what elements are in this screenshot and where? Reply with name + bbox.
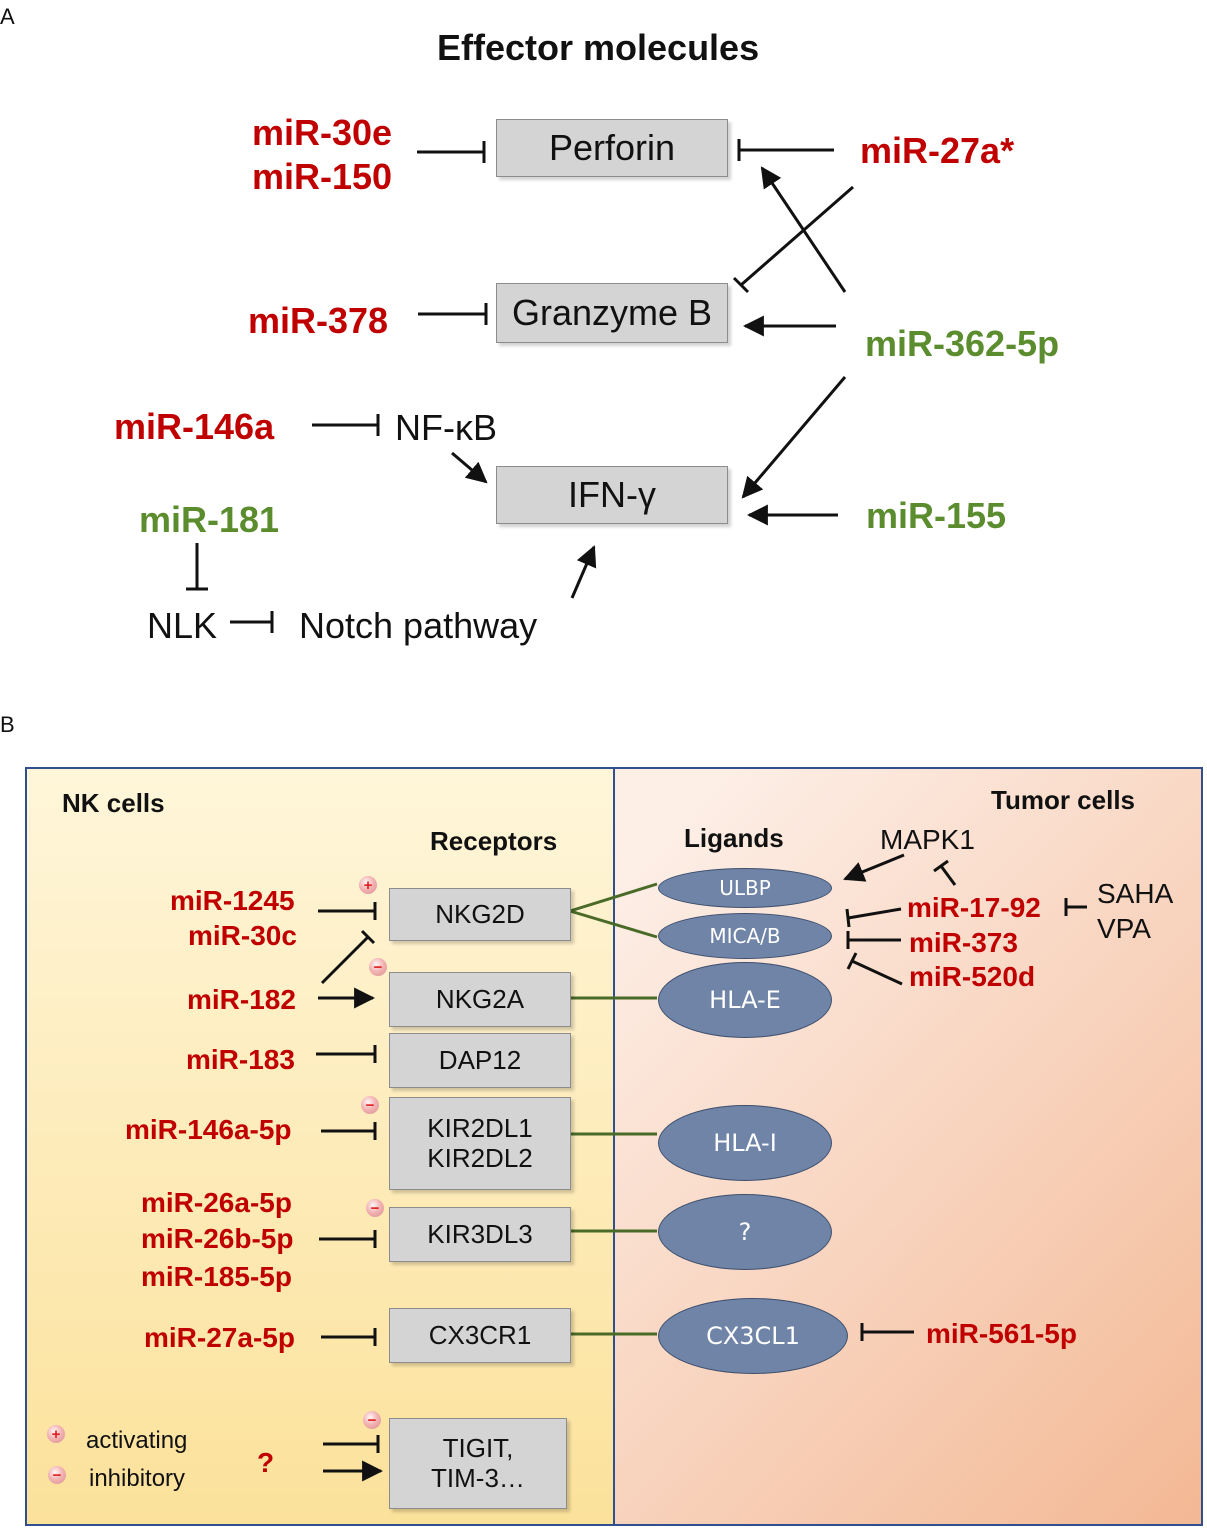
legend-inhibitory-label: inhibitory bbox=[89, 1465, 186, 1492]
effector-molecules-title: Effector molecules bbox=[437, 27, 760, 68]
tigit-label: TIGIT, bbox=[442, 1432, 514, 1463]
mapk1-node: MAPK1 bbox=[880, 824, 975, 855]
mir-181-label: miR-181 bbox=[139, 499, 280, 540]
mir-373-label: miR-373 bbox=[909, 927, 1018, 958]
nkg2a-box: NKG2A bbox=[389, 972, 571, 1027]
legend-activating-icon: + bbox=[47, 1425, 65, 1443]
legend-inhibitory-icon: − bbox=[48, 1466, 66, 1484]
nlk-node: NLK bbox=[147, 605, 218, 646]
cx3cr1-box: CX3CR1 bbox=[389, 1308, 571, 1363]
activating-marker-icon: + bbox=[359, 876, 377, 894]
mir-155-label: miR-155 bbox=[866, 495, 1007, 536]
vpa-node: VPA bbox=[1097, 913, 1151, 944]
mir-146a-5p-label: miR-146a-5p bbox=[125, 1114, 292, 1145]
hla-i-ligand: HLA-I bbox=[658, 1105, 832, 1181]
mir-182-label: miR-182 bbox=[187, 984, 296, 1015]
legend-activating-label: activating bbox=[86, 1427, 188, 1454]
mir-27a-5p-label: miR-27a-5p bbox=[144, 1322, 295, 1353]
mir-150-label: miR-150 bbox=[252, 156, 393, 197]
tigit-tim3-box: TIGIT, TIM-3… bbox=[389, 1418, 567, 1509]
mir-26a-5p-label: miR-26a-5p bbox=[141, 1187, 292, 1218]
mir-1245-label: miR-1245 bbox=[170, 885, 295, 916]
nk-cells-title: NK cells bbox=[62, 788, 165, 818]
ligands-heading: Ligands bbox=[684, 823, 784, 853]
nkg2d-box: NKG2D bbox=[389, 888, 571, 941]
mir-27a-star-label: miR-27a* bbox=[860, 130, 1015, 171]
dap12-box: DAP12 bbox=[389, 1033, 571, 1088]
mir-30e-label: miR-30e bbox=[252, 112, 393, 153]
kir3dl3-box: KIR3DL3 bbox=[389, 1207, 571, 1262]
cx3cl1-ligand: CX3CL1 bbox=[658, 1298, 848, 1374]
tumor-cells-title: Tumor cells bbox=[991, 785, 1136, 815]
mir-520d-label: miR-520d bbox=[909, 961, 1036, 992]
mir-378-label: miR-378 bbox=[248, 300, 389, 341]
panel-b-label: B bbox=[0, 712, 15, 737]
mir-30c-label: miR-30c bbox=[188, 920, 297, 951]
mir-146a-label: miR-146a bbox=[114, 406, 275, 447]
hla-e-ligand: HLA-E bbox=[658, 962, 832, 1038]
panel-a-label: A bbox=[0, 4, 15, 29]
unknown-regulator-label: ? bbox=[257, 1447, 275, 1478]
saha-node: SAHA bbox=[1097, 878, 1174, 909]
granzyme-b-box: Granzyme B bbox=[496, 283, 728, 343]
unknown-ligand: ? bbox=[658, 1194, 832, 1270]
mir-26b-5p-label: miR-26b-5p bbox=[141, 1223, 294, 1254]
mir-17-92-label: miR-17-92 bbox=[907, 892, 1041, 923]
receptors-heading: Receptors bbox=[430, 826, 558, 856]
mir-561-5p-label: miR-561-5p bbox=[926, 1318, 1077, 1349]
notch-pathway-node: Notch pathway bbox=[299, 605, 538, 646]
mica-b-ligand: MICA/B bbox=[658, 913, 832, 959]
mir-183-label: miR-183 bbox=[186, 1044, 295, 1075]
inhibitory-marker-icon: − bbox=[363, 1411, 381, 1429]
kir2dl-box: KIR2DL1 KIR2DL2 bbox=[389, 1097, 571, 1190]
kir2dl1-label: KIR2DL1 bbox=[427, 1112, 533, 1143]
perforin-box: Perforin bbox=[496, 119, 728, 177]
ifn-gamma-box: IFN-γ bbox=[496, 466, 728, 524]
ulbp-ligand: ULBP bbox=[658, 868, 832, 908]
mir-185-5p-label: miR-185-5p bbox=[141, 1261, 292, 1292]
kir2dl2-label: KIR2DL2 bbox=[427, 1142, 533, 1173]
inhibitory-marker-icon: − bbox=[366, 1199, 384, 1217]
inhibitory-marker-icon: − bbox=[369, 958, 387, 976]
mir-362-5p-label: miR-362-5p bbox=[865, 323, 1060, 364]
inhibitory-marker-icon: − bbox=[361, 1096, 379, 1114]
tim3-label: TIM-3… bbox=[431, 1462, 525, 1493]
nf-kb-node: NF-κB bbox=[395, 407, 497, 448]
